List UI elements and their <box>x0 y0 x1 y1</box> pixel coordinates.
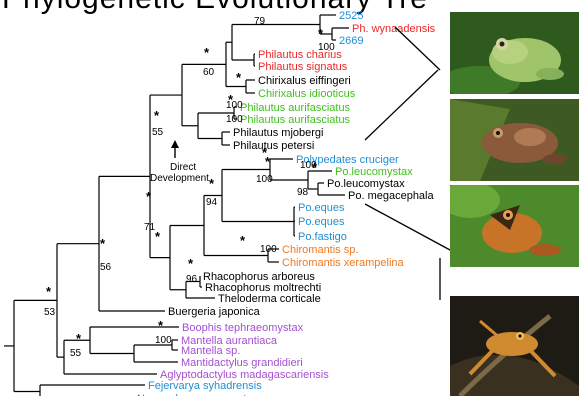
support-value-2: 60 <box>203 67 215 78</box>
support-value-7: 100 <box>256 174 273 185</box>
taxon-label-leuco1: Po.leucomystax <box>335 166 413 178</box>
support-star-11: * <box>240 233 246 248</box>
taxon-label-megaceph: Po. megacephala <box>348 190 434 202</box>
support-star-2: * <box>236 70 242 85</box>
taxon-label-aurif2: Philautus aurifasciatus <box>240 114 351 126</box>
taxon-label-fejervarya: Fejervarya syhadrensis <box>148 380 262 392</box>
support-star-14: * <box>46 284 52 299</box>
taxon-label-petersi: Philautus petersi <box>233 140 314 152</box>
support-star-9: * <box>146 189 152 204</box>
support-value-1: 100 <box>318 42 335 53</box>
taxon-label-chirosp: Chiromantis sp. <box>282 244 358 256</box>
support-star-16: * <box>76 331 82 346</box>
support-value-8: 98 <box>297 187 309 198</box>
support-star-15: * <box>158 318 164 333</box>
support-value-15: 100 <box>155 335 172 346</box>
support-star-13: * <box>100 236 106 251</box>
taxon-label-mjobergi: Philautus mjobergi <box>233 127 324 139</box>
taxon-label-t2525: 2525 <box>339 10 363 22</box>
taxon-label-aurif1: Philautus aurifasciatus <box>240 102 351 114</box>
support-star-1: * <box>204 45 210 60</box>
support-value-4: 100 <box>226 114 243 125</box>
taxon-label-xerampelina: Chiromantis xerampelina <box>282 257 405 269</box>
support-value-0: 79 <box>254 16 266 27</box>
support-star-4: * <box>154 108 160 123</box>
support-value-5: 55 <box>152 127 164 138</box>
support-star-8: * <box>209 176 215 191</box>
green-frog-photo <box>450 12 579 94</box>
gliding-frog-photo <box>450 296 579 396</box>
annotation-line1: Direct <box>170 162 196 173</box>
support-value-10: 71 <box>144 222 156 233</box>
support-value-16: 55 <box>70 348 82 359</box>
taxon-label-wynaad: Ph. wynaadensis <box>352 23 436 35</box>
taxon-label-signatus: Philautus signatus <box>258 61 348 73</box>
taxon-label-t2669: 2669 <box>339 35 363 47</box>
taxon-label-fastigo: Po.fastigo <box>298 231 347 243</box>
support-value-13: 56 <box>100 262 112 273</box>
direct-development-arrowhead <box>171 140 179 148</box>
annotation-line2: Development <box>150 173 209 184</box>
taxon-label-buergeria: Buergeria japonica <box>168 306 261 318</box>
taxon-label-mantidactylus: Mantidactylus grandidieri <box>181 357 303 369</box>
taxon-label-eiffingeri: Chirixalus eiffingeri <box>258 75 351 87</box>
taxon-label-eques2: Po.eques <box>298 216 345 228</box>
taxon-label-eques1: Po.eques <box>298 202 345 214</box>
support-value-11: 100 <box>260 244 277 255</box>
support-value-9: 94 <box>206 197 218 208</box>
support-value-12: 96 <box>186 274 198 285</box>
taxon-label-idiooticus: Chirixalus idiooticus <box>258 88 356 100</box>
support-value-14: 53 <box>44 307 56 318</box>
support-star-12: * <box>188 256 194 271</box>
orange-frog-photo <box>450 185 579 267</box>
taxon-label-mantellasp: Mantella sp. <box>181 345 240 357</box>
taxon-label-corticale: Theloderma corticale <box>218 293 321 305</box>
connector-line-3 <box>365 204 450 250</box>
direct-development-annotation: Direct Development <box>150 140 209 184</box>
taxon-label-boophis: Boophis tephraeomystax <box>182 322 304 334</box>
taxon-label-leuco2: Po.leucomystax <box>327 178 405 190</box>
brown-frog-photo <box>450 99 579 181</box>
support-star-10: * <box>155 229 161 244</box>
connector-line-2 <box>365 70 438 140</box>
